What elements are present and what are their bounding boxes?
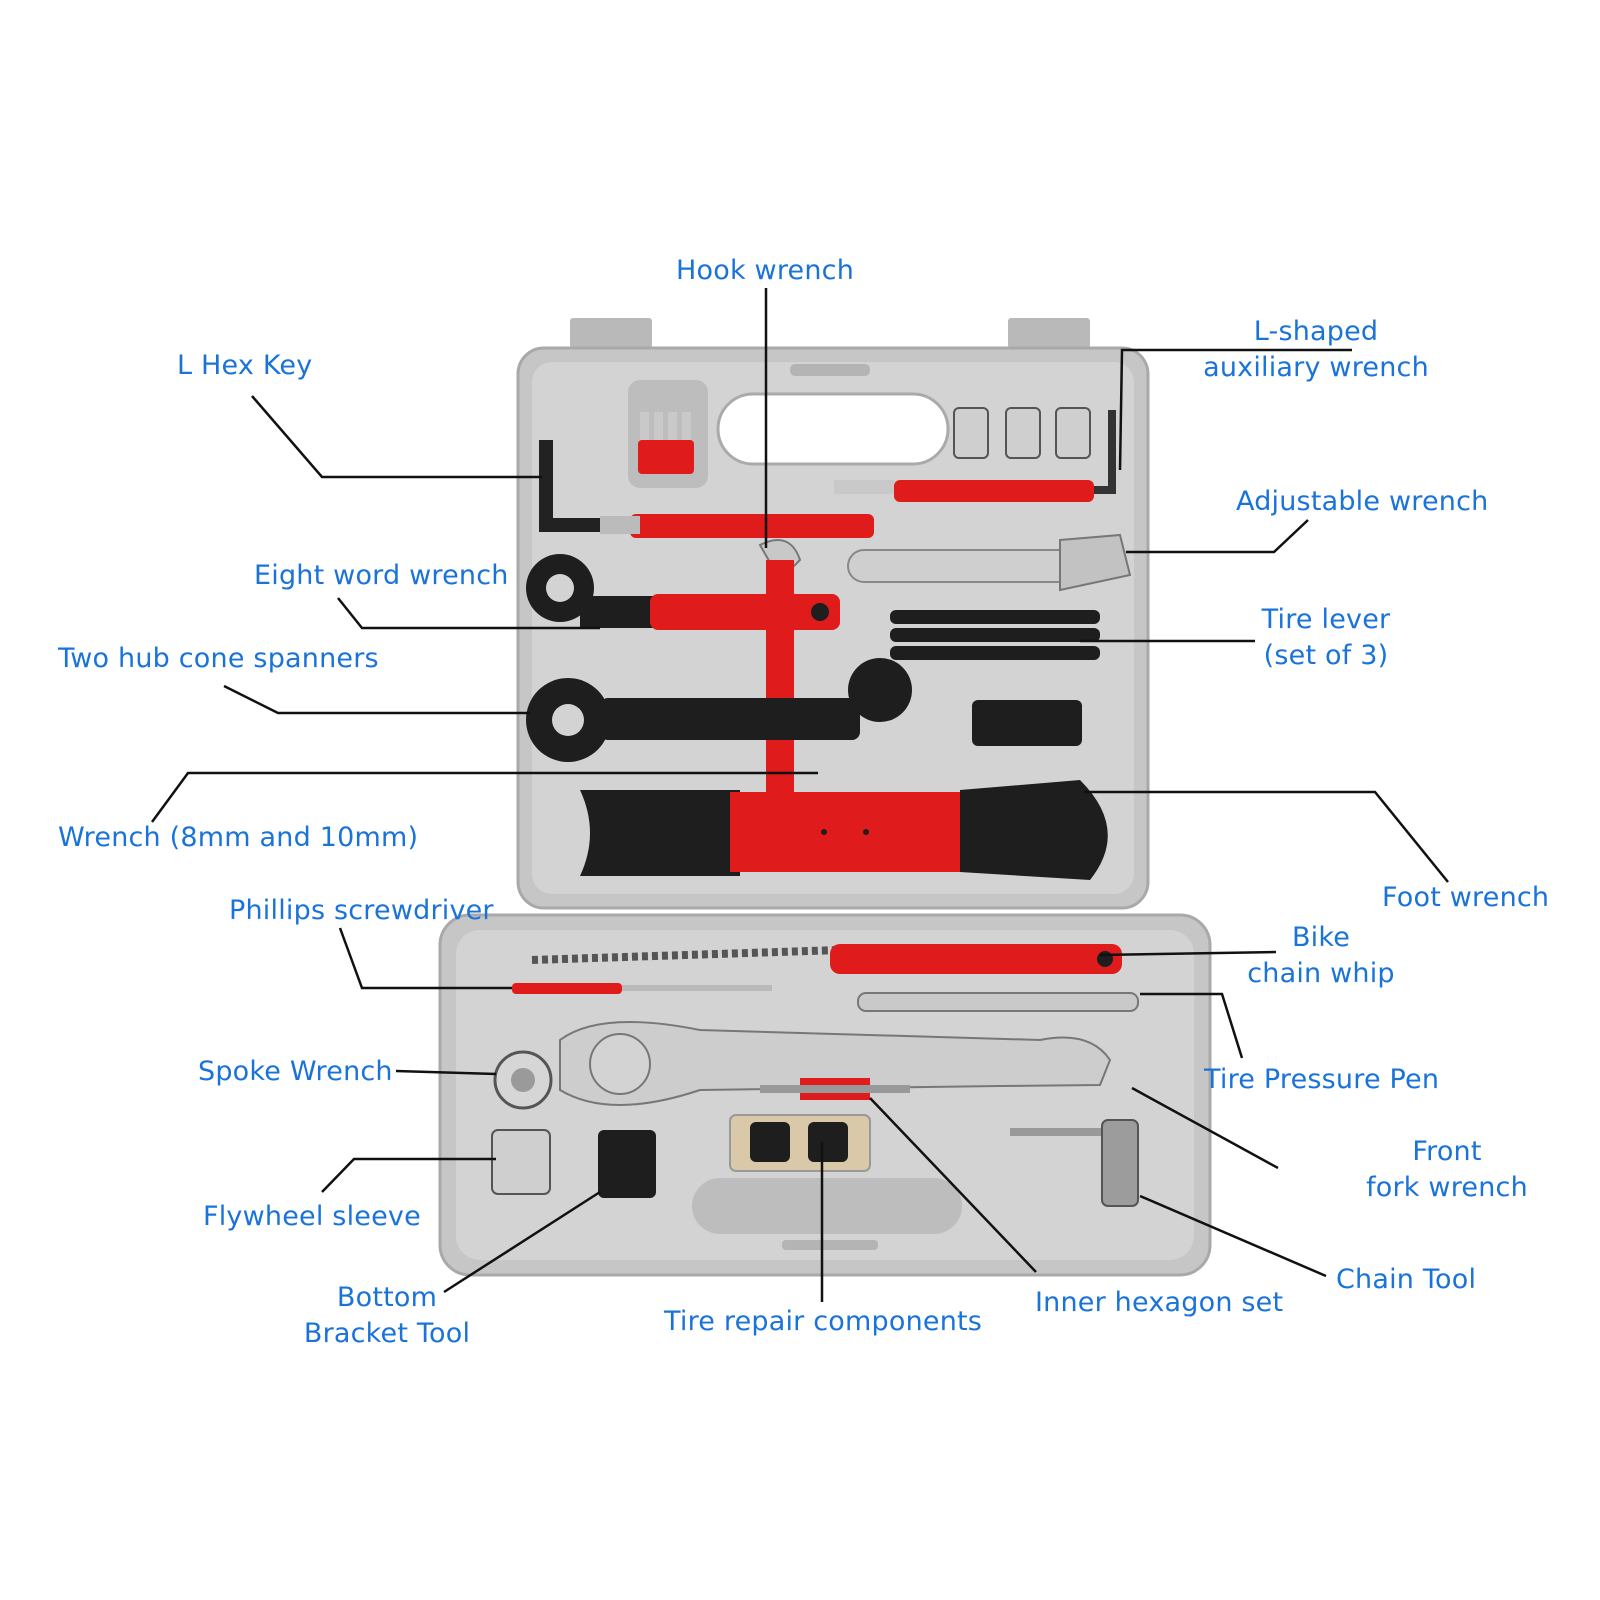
label-line: Bike [1291,922,1351,953]
label-flywheel-sleeve: Flywheel sleeve [203,1201,421,1232]
front-fork-wrench-tool [559,1021,1112,1106]
label-line: Front [1412,1136,1482,1167]
label-adjustable-wrench: Adjustable wrench [1236,486,1489,517]
tire-repair-kit [729,1114,871,1172]
label-line: Bracket Tool [303,1318,471,1349]
chain-tool-shape [1010,1119,1139,1207]
flywheel-sleeve-tool [491,1129,551,1195]
label-line: auxiliary wrench [1203,352,1429,383]
label-line: Bottom [336,1282,438,1313]
label-line: (set of 3) [1263,640,1389,671]
tire-pressure-pen-tool [857,992,1139,1012]
label-line: Tire lever [1261,604,1391,635]
label-eight-word-wrench: Eight word wrench [254,560,509,591]
tire-levers-tool [890,610,1100,660]
label-tire-repair-components: Tire repair components [664,1306,983,1337]
sockets [953,407,1091,459]
inner-hexagon-set-tool [760,1078,910,1100]
label-line: fork wrench [1366,1172,1528,1203]
label-tire-lever: Tire lever (set of 3) [1246,602,1406,674]
bit-set [638,412,694,474]
label-l-hex-key: L Hex Key [177,350,313,381]
label-two-hub-cone-spanners: Two hub cone spanners [58,643,379,674]
l-shaped-aux-wrench-tool [834,410,1116,502]
label-bike-chain-whip: Bike chain whip [1241,920,1401,992]
label-tire-pressure-pen: Tire Pressure Pen [1204,1064,1440,1095]
tool-block [972,700,1082,746]
hub-cone-spanners-tool [526,658,912,762]
label-line: chain whip [1247,958,1395,989]
label-bottom-bracket-tool: Bottom Bracket Tool [302,1280,472,1352]
label-l-shaped-aux-wrench: L-shaped auxiliary wrench [1196,314,1436,386]
label-inner-hexagon-set: Inner hexagon set [1035,1287,1284,1318]
spoke-wrench-tool [493,1050,553,1110]
label-line: L-shaped [1253,316,1379,347]
label-wrench-8mm-10mm: Wrench (8mm and 10mm) [58,822,419,853]
leader-lines [150,288,1449,1302]
label-front-fork-wrench: Front fork wrench [1362,1134,1532,1206]
label-chain-tool: Chain Tool [1336,1264,1477,1295]
label-foot-wrench: Foot wrench [1382,882,1550,913]
label-hook-wrench: Hook wrench [676,255,855,286]
l-hex-key-tool [539,440,874,538]
phillips-screwdriver-tool [512,983,772,994]
adjustable-wrench-tool [847,533,1132,592]
label-phillips-screwdriver: Phillips screwdriver [229,895,494,926]
bottom-bracket-tool-shape [598,1130,656,1198]
label-spoke-wrench: Spoke Wrench [198,1056,393,1087]
foot-wrench-tool [580,780,1108,880]
